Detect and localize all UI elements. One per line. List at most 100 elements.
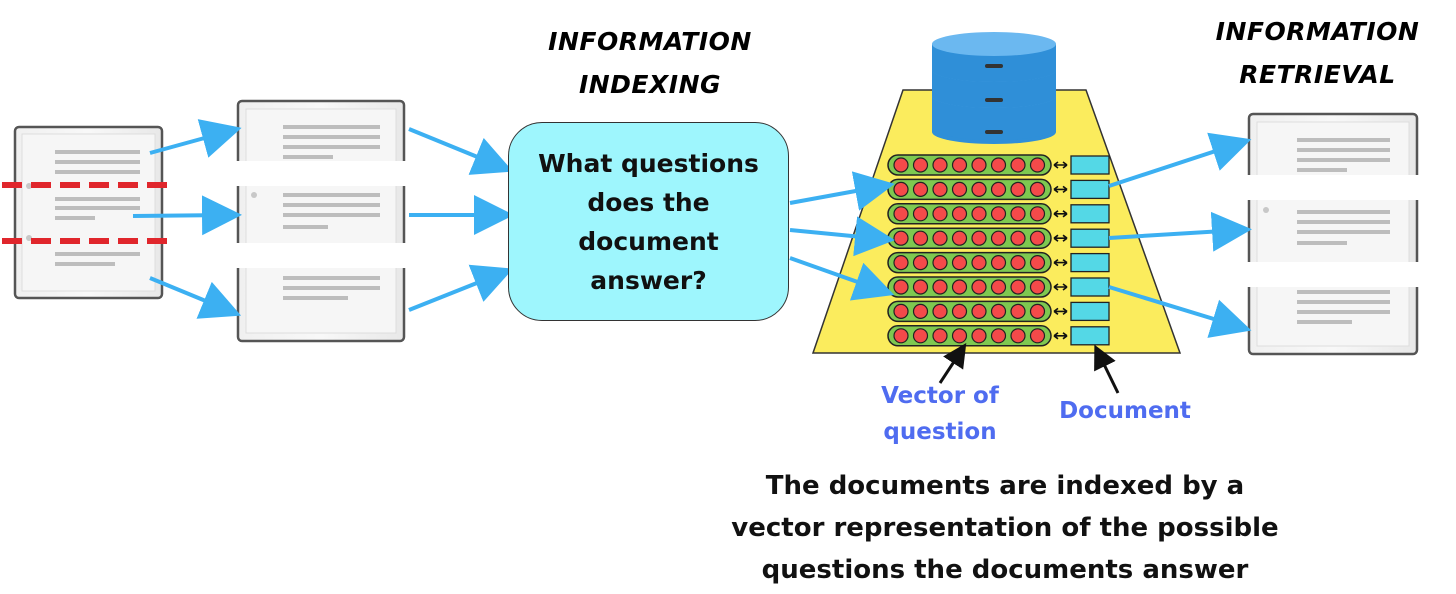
question-generation-box: What questions does the document answer? bbox=[508, 122, 789, 321]
question-vector bbox=[887, 325, 1052, 347]
vector-element bbox=[1010, 157, 1026, 173]
arrow bbox=[149, 119, 242, 158]
vector-row bbox=[887, 251, 1110, 274]
caption-line: questions the documents answer bbox=[761, 555, 1249, 585]
arrow bbox=[789, 171, 895, 211]
document-cell bbox=[1070, 204, 1110, 224]
vector-element bbox=[1029, 157, 1046, 173]
question-box-text: What questions does the document answer? bbox=[538, 148, 759, 295]
double-arrow-icon bbox=[1053, 258, 1068, 267]
vector-element bbox=[912, 255, 929, 271]
vector-element bbox=[912, 279, 929, 295]
heading-line: RETRIEVAL bbox=[1239, 60, 1396, 89]
vector-element bbox=[1029, 181, 1046, 197]
label-document: Document bbox=[1059, 398, 1191, 424]
vector-element bbox=[990, 157, 1007, 173]
vector-element bbox=[971, 206, 987, 222]
vector-element bbox=[912, 157, 929, 173]
vector-element bbox=[971, 303, 987, 319]
vector-element bbox=[1029, 230, 1046, 246]
vector-element bbox=[990, 206, 1007, 222]
vector-row bbox=[887, 325, 1110, 347]
vector-element bbox=[932, 230, 948, 246]
vector-element bbox=[951, 230, 968, 246]
arrow bbox=[789, 256, 895, 301]
vector-row bbox=[887, 154, 1110, 176]
vector-element bbox=[912, 230, 929, 246]
vector-element bbox=[951, 303, 968, 319]
vector-row bbox=[887, 300, 1110, 323]
heading-information-retrieval: INFORMATION RETRIEVAL bbox=[1195, 10, 1440, 96]
vector-element bbox=[951, 328, 968, 344]
vector-element bbox=[1029, 328, 1046, 344]
vector-element bbox=[1010, 230, 1026, 246]
document-pointer-arrow bbox=[1094, 344, 1120, 394]
label-line: question bbox=[883, 419, 997, 445]
vector-element bbox=[932, 206, 948, 222]
document-cell bbox=[1070, 301, 1110, 322]
vector-element bbox=[951, 157, 968, 173]
question-vector bbox=[887, 203, 1052, 225]
question-vector bbox=[887, 227, 1052, 249]
vector-element bbox=[893, 255, 909, 271]
document-cell bbox=[1070, 277, 1110, 297]
vector-element bbox=[990, 255, 1007, 271]
caption-line: vector representation of the possible bbox=[731, 513, 1279, 543]
vector-element bbox=[971, 181, 987, 197]
vector-element bbox=[893, 328, 909, 344]
question-vector bbox=[887, 276, 1052, 298]
vector-element bbox=[1029, 206, 1046, 222]
vector-element bbox=[971, 230, 987, 246]
vector-element bbox=[1029, 255, 1046, 271]
vector-element bbox=[893, 279, 909, 295]
vector-element bbox=[1029, 279, 1046, 295]
document-cell bbox=[1070, 179, 1110, 200]
vector-element bbox=[1010, 206, 1026, 222]
vector-rows bbox=[887, 154, 1110, 347]
vector-element bbox=[932, 303, 948, 319]
vector-element bbox=[1029, 303, 1046, 319]
heading-information-indexing: INFORMATION INDEXING bbox=[530, 20, 770, 106]
arrow bbox=[149, 276, 242, 319]
vector-element bbox=[912, 181, 929, 197]
vector-element bbox=[912, 328, 929, 344]
vector-element bbox=[971, 328, 987, 344]
arrow bbox=[408, 264, 514, 312]
double-arrow-icon bbox=[1053, 234, 1068, 242]
vector-element bbox=[971, 279, 987, 295]
retrieved-document-icon bbox=[1240, 112, 1426, 356]
question-vector bbox=[887, 251, 1052, 274]
vector-element bbox=[971, 157, 987, 173]
document-cell bbox=[1070, 228, 1110, 248]
vector-pointer-arrow bbox=[938, 342, 967, 384]
heading-line: INDEXING bbox=[578, 70, 722, 99]
document-cell bbox=[1070, 252, 1110, 273]
caption: The documents are indexed by a vector re… bbox=[700, 465, 1310, 591]
document-cell bbox=[1070, 326, 1110, 346]
vector-element bbox=[893, 181, 909, 197]
question-vector bbox=[887, 178, 1052, 201]
label-vector-of-question: Vector of question bbox=[860, 378, 1020, 450]
vector-element bbox=[1010, 279, 1026, 295]
vector-row bbox=[887, 276, 1110, 298]
vector-row bbox=[887, 203, 1110, 225]
source-document-icon bbox=[13, 125, 164, 300]
vector-element bbox=[951, 181, 968, 197]
vector-element bbox=[971, 255, 987, 271]
pointer-arrows bbox=[938, 342, 1120, 394]
document-cell bbox=[1070, 155, 1110, 175]
double-arrow-icon bbox=[1053, 307, 1068, 316]
vector-element bbox=[1010, 255, 1026, 271]
vector-element bbox=[893, 206, 909, 222]
vector-element bbox=[1010, 303, 1026, 319]
caption-line: The documents are indexed by a bbox=[765, 471, 1245, 501]
vector-element bbox=[1010, 181, 1026, 197]
arrow bbox=[789, 216, 895, 257]
vector-element bbox=[1010, 328, 1026, 344]
question-vector bbox=[887, 300, 1052, 323]
arrow bbox=[1108, 211, 1252, 252]
flow-arrows bbox=[132, 119, 1252, 338]
vector-element bbox=[912, 206, 929, 222]
vector-element bbox=[932, 157, 948, 173]
double-arrow-icon bbox=[1053, 210, 1068, 218]
